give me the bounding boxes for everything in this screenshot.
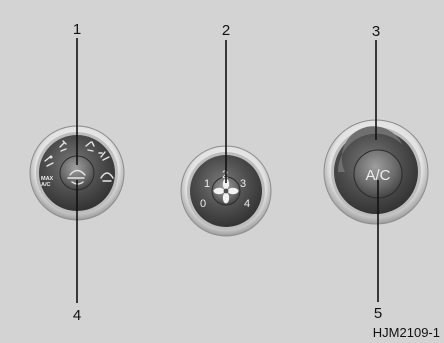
figure-code: HJM2109-1 [373, 325, 440, 340]
callout-2: 2 [222, 22, 230, 39]
fan-speed-0: 0 [200, 198, 206, 210]
callout-3: 3 [372, 23, 380, 40]
callout-1: 1 [73, 21, 81, 38]
max-ac-label-line2: A/C [41, 182, 51, 188]
callout-5: 5 [374, 305, 382, 322]
fan-speed-4: 4 [244, 198, 250, 210]
fan-speed-1: 1 [204, 178, 210, 190]
fan-speed-3: 3 [240, 178, 246, 190]
callout-4: 4 [73, 307, 81, 324]
fan-speed-2: 2 [222, 169, 228, 181]
